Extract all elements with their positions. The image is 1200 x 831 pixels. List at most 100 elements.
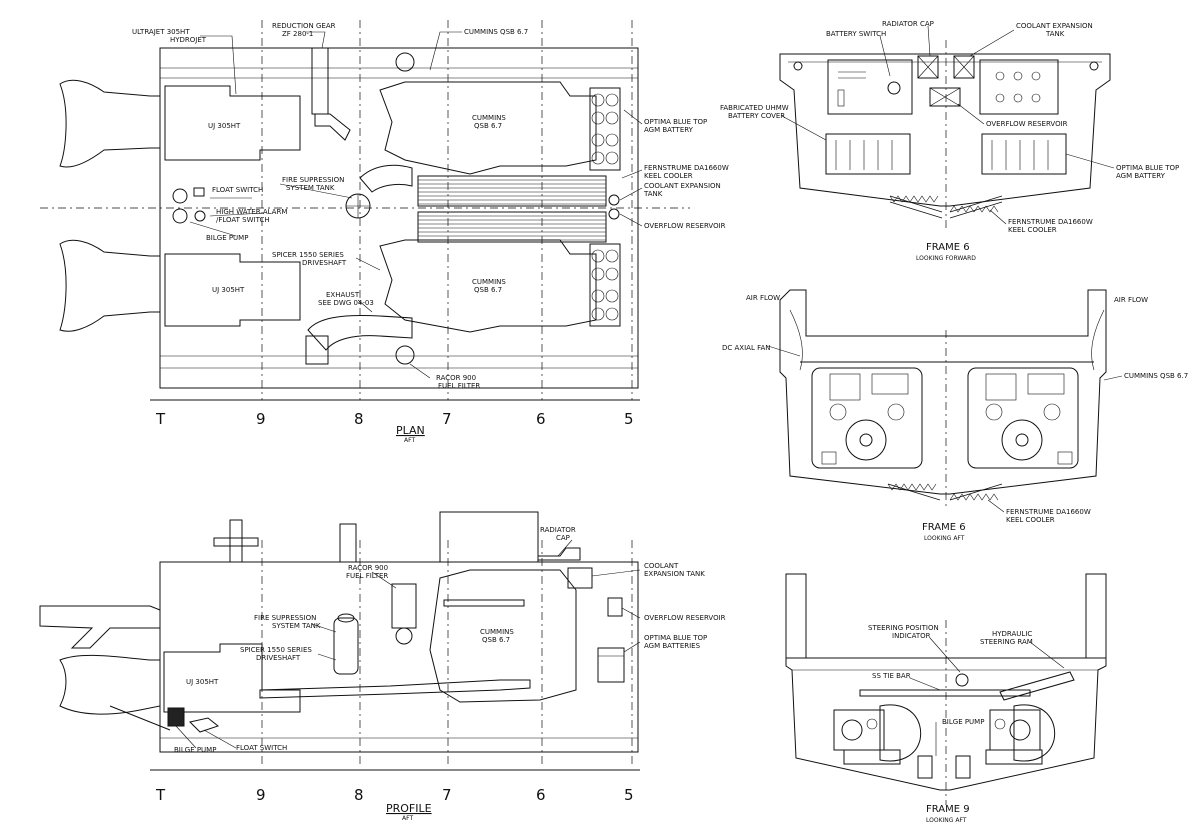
frame6-fwd-label-battery-switch: BATTERY SWITCH	[826, 30, 886, 38]
plan-label-uj-2: UJ 305HT	[212, 286, 245, 294]
frame6-aft-label-cummins: CUMMINS QSB 6.7	[1124, 372, 1188, 380]
profile-label-coolant-2: EXPANSION TANK	[644, 570, 705, 578]
frame6-aft-keel-cooler	[887, 483, 1003, 501]
plan-label-hydrojet: HYDROJET	[170, 36, 207, 44]
plan-label-bilge-pump: BILGE PUMP	[206, 234, 248, 242]
plan-label-float-switch: FLOAT SWITCH	[212, 186, 263, 194]
frame6-fwd-subtitle: LOOKING FORWARD	[916, 255, 976, 262]
plan-label-spicer-2: DRIVESHAFT	[302, 259, 347, 267]
plan-title: PLAN	[396, 424, 425, 437]
plan-label-high-water-1: HIGH WATER ALARM	[216, 208, 287, 216]
frame6-aft-label-air-flow-right: AIR FLOW	[1114, 296, 1148, 304]
frame9-bilge-pump-left	[917, 755, 933, 779]
plan-label-engine-1a: CUMMINS	[472, 114, 506, 122]
frame9-view: STEERING POSITION INDICATOR HYDRAULIC ST…	[785, 573, 1107, 824]
profile-bilge-pump	[167, 707, 185, 727]
frame9-label-hydraulic-2: STEERING RAM	[980, 638, 1033, 646]
plan-label-reduction-gear-model: ZF 280-1	[282, 30, 313, 38]
plan-racor-filter-bottom	[395, 345, 415, 365]
plan-view: ULTRAJET 305HT HYDROJET REDUCTION GEAR Z…	[40, 20, 729, 444]
frame6-aft-view: AIR FLOW AIR FLOW DC AXIAL FAN CUMMINS Q…	[722, 289, 1188, 542]
plan-label-fernstrum-2: KEEL COOLER	[644, 172, 693, 180]
frame6-fwd-label-optima-1: OPTIMA BLUE TOP	[1116, 164, 1179, 172]
frame9-jet-left	[833, 704, 922, 765]
frame6-aft-label-dc-fan: DC AXIAL FAN	[722, 344, 770, 352]
profile-title: PROFILE	[386, 802, 432, 815]
frame6-fwd-keel-cooler	[889, 195, 1003, 219]
profile-label-spicer-1: SPICER 1550 SERIES	[240, 646, 312, 654]
profile-label-optima-2: AGM BATTERIES	[644, 642, 701, 650]
plan-label-optima-2: AGM BATTERY	[644, 126, 694, 134]
profile-label-coolant-1: COOLANT	[644, 562, 679, 570]
frame9-label-bilge-pump: BILGE PUMP	[942, 718, 984, 726]
frame6-aft-title: FRAME 6	[922, 522, 966, 533]
plan-label-exhaust-2: SEE DWG 04-03	[318, 299, 374, 307]
plan-label-high-water-2: /FLOAT SWITCH	[216, 216, 270, 224]
frame6-fwd-label-fernstrum-2: KEEL COOLER	[1008, 226, 1057, 234]
plan-label-coolant-1: COOLANT EXPANSION	[644, 182, 721, 190]
profile-overflow-reservoir	[607, 597, 623, 617]
plan-label-spicer-1: SPICER 1550 SERIES	[272, 251, 344, 259]
plan-label-cummins-top: CUMMINS QSB 6.7	[464, 28, 528, 36]
frame6-aft-subtitle: LOOKING AFT	[924, 535, 965, 542]
plan-label-optima-1: OPTIMA BLUE TOP	[644, 118, 707, 126]
profile-label-fire-1: FIRE SUPRESSION	[254, 614, 316, 622]
profile-coolant-tank	[567, 567, 593, 589]
frame6-fwd-label-overflow: OVERFLOW RESERVOIR	[986, 120, 1068, 128]
profile-label-engine-b: QSB 6.7	[482, 636, 510, 644]
profile-label-engine-a: CUMMINS	[480, 628, 514, 636]
plan-battery-lower	[589, 243, 621, 327]
profile-station-t: T	[155, 786, 166, 804]
frame6-fwd-battery-right	[981, 133, 1067, 175]
frame9-label-hydraulic-1: HYDRAULIC	[992, 630, 1032, 638]
plan-label-ultrajet: ULTRAJET 305HT	[132, 28, 190, 36]
frame9-label-ss-tie-bar: SS TIE BAR	[872, 672, 911, 680]
plan-label-engine-2b: QSB 6.7	[474, 286, 502, 294]
frame9-label-steering-2: INDICATOR	[892, 632, 931, 640]
frame6-aft-label-air-flow-left: AIR FLOW	[746, 294, 780, 302]
plan-racor-filter-top	[395, 52, 415, 72]
plan-label-fire-2: SYSTEM TANK	[286, 184, 335, 192]
plan-label-racor-2: FUEL FILTER	[438, 382, 480, 390]
frame9-label-steering-1: STEERING POSITION	[868, 624, 939, 632]
plan-station-t: T	[155, 410, 166, 428]
plan-jet-nozzle-bottom	[59, 239, 161, 332]
plan-label-coolant-2: TANK	[643, 190, 663, 198]
plan-label-engine-1b: QSB 6.7	[474, 122, 502, 130]
frame6-fwd-label-fabricated-2: BATTERY COVER	[728, 112, 785, 120]
plan-label-fire-1: FIRE SUPRESSION	[282, 176, 344, 184]
frame6-forward-view: RADIATOR CAP BATTERY SWITCH COOLANT EXPA…	[720, 20, 1179, 262]
profile-label-fire-2: SYSTEM TANK	[272, 622, 321, 630]
profile-racor-filter	[391, 583, 417, 629]
frame9-bilge-pump-right	[955, 755, 971, 779]
plan-subtitle: AFT	[404, 437, 415, 444]
profile-label-racor-2: FUEL FILTER	[346, 572, 388, 580]
frame6-aft-label-fernstrum-2: KEEL COOLER	[1006, 516, 1055, 524]
profile-station-8: 8	[354, 786, 364, 804]
profile-subtitle: AFT	[402, 815, 413, 822]
plan-label-engine-2a: CUMMINS	[472, 278, 506, 286]
profile-jet-nozzle	[39, 605, 161, 649]
profile-station-9: 9	[256, 786, 266, 804]
frame6-fwd-title: FRAME 6	[926, 242, 970, 253]
plan-station-7: 7	[442, 410, 452, 428]
frame6-aft-engine-left	[811, 367, 923, 469]
frame6-fwd-label-optima-2: AGM BATTERY	[1116, 172, 1166, 180]
plan-label-reduction-gear: REDUCTION GEAR	[272, 22, 336, 30]
plan-battery-upper	[589, 87, 621, 171]
plan-keel-cooler-lower	[417, 211, 607, 243]
profile-label-bilge-pump: BILGE PUMP	[174, 746, 216, 754]
profile-station-6: 6	[536, 786, 546, 804]
frame6-aft-engine-right	[967, 367, 1079, 469]
plan-label-fernstrum-1: FERNSTRUME DA1660W	[644, 164, 729, 172]
frame6-fwd-label-fabricated-1: FABRICATED UHMW	[720, 104, 789, 112]
profile-view: RADIATOR CAP COOLANT EXPANSION TANK RACO…	[39, 511, 726, 822]
plan-station-9: 9	[256, 410, 266, 428]
plan-label-uj-1: UJ 305HT	[208, 122, 241, 130]
plan-jet-nozzle-top	[59, 79, 161, 168]
profile-label-overflow: OVERFLOW RESERVOIR	[644, 614, 726, 622]
profile-label-racor-1: RACOR 900	[348, 564, 388, 572]
frame6-fwd-label-radiator-cap: RADIATOR CAP	[882, 20, 934, 28]
profile-station-5: 5	[624, 786, 634, 804]
